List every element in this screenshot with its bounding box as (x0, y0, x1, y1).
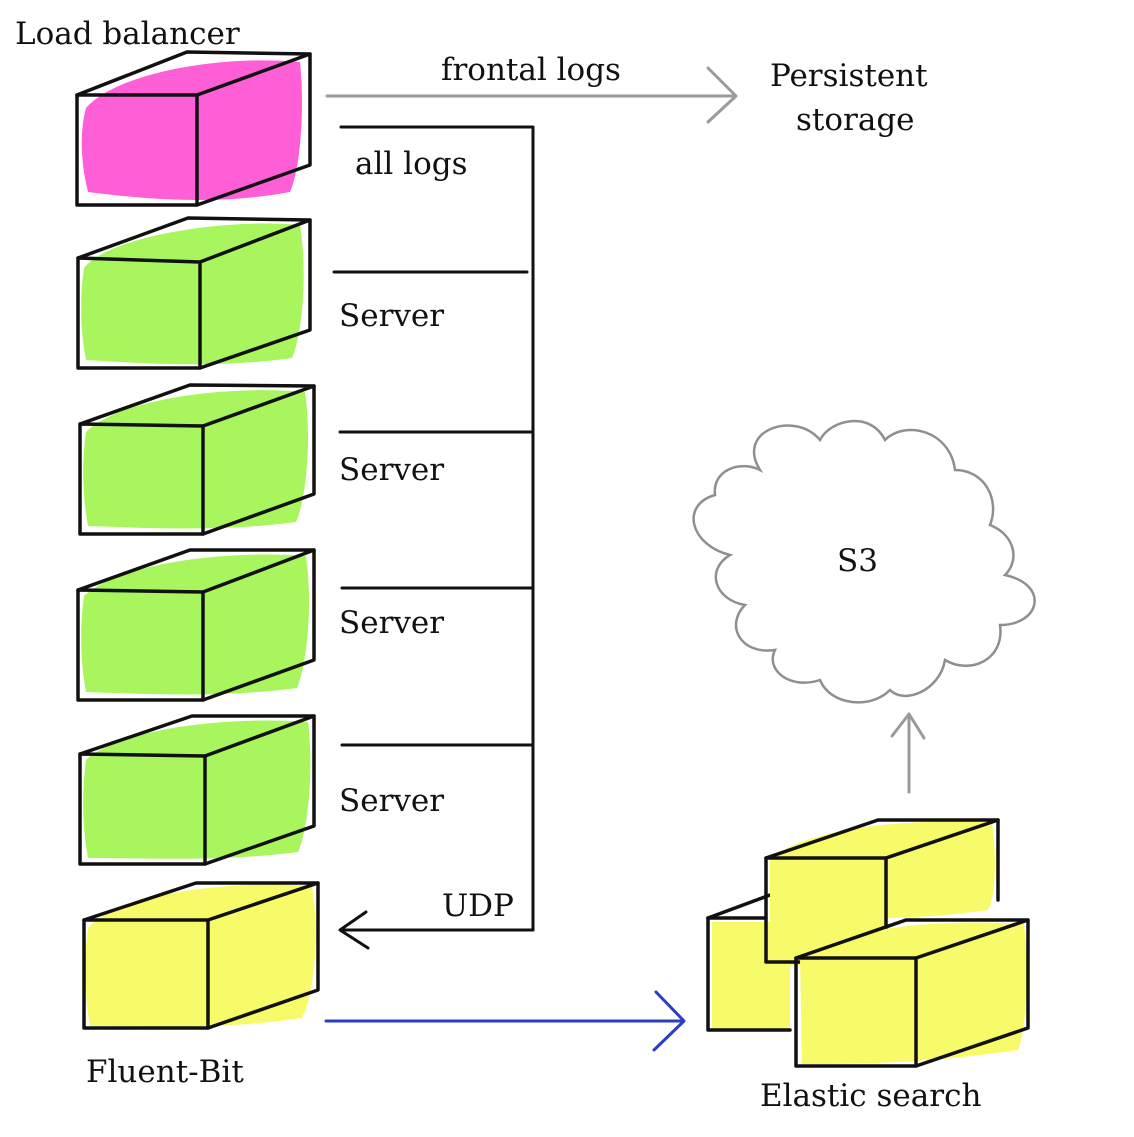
load-balancer-box (75, 50, 312, 207)
s3-label: S3 (837, 543, 878, 579)
edge-frontal-logs (325, 66, 738, 124)
server-label-1: Server (339, 298, 444, 334)
frontal-logs-label: frontal logs (441, 52, 621, 88)
fluent-bit-box (82, 881, 320, 1030)
server-box-2 (78, 383, 316, 536)
all-logs-label: all logs (355, 146, 468, 182)
server-label-2: Server (339, 452, 444, 488)
edge-fluent-to-elastic (324, 990, 686, 1052)
load-balancer-label: Load balancer (15, 16, 240, 52)
s3-cloud (692, 420, 1036, 704)
persistent-storage-label-line1: Persistent (770, 58, 928, 94)
server-box-4 (78, 714, 316, 866)
edge-udp (338, 910, 535, 950)
fluent-bit-label: Fluent-Bit (86, 1054, 244, 1090)
persistent-storage-label-line2: storage (796, 102, 915, 138)
elastic-box-front (794, 918, 1030, 1068)
fluent-bit-fill (85, 884, 316, 1027)
elastic-search-cluster (706, 818, 1030, 1068)
server-box-1 (76, 216, 312, 370)
elastic-search-label: Elastic search (760, 1078, 981, 1114)
server-box-3 (76, 548, 316, 702)
udp-label: UDP (442, 888, 514, 924)
edge-all-logs (332, 125, 535, 932)
server-label-3: Server (339, 605, 444, 641)
edge-elastic-to-s3 (890, 712, 926, 794)
server-label-4: Server (339, 783, 444, 819)
